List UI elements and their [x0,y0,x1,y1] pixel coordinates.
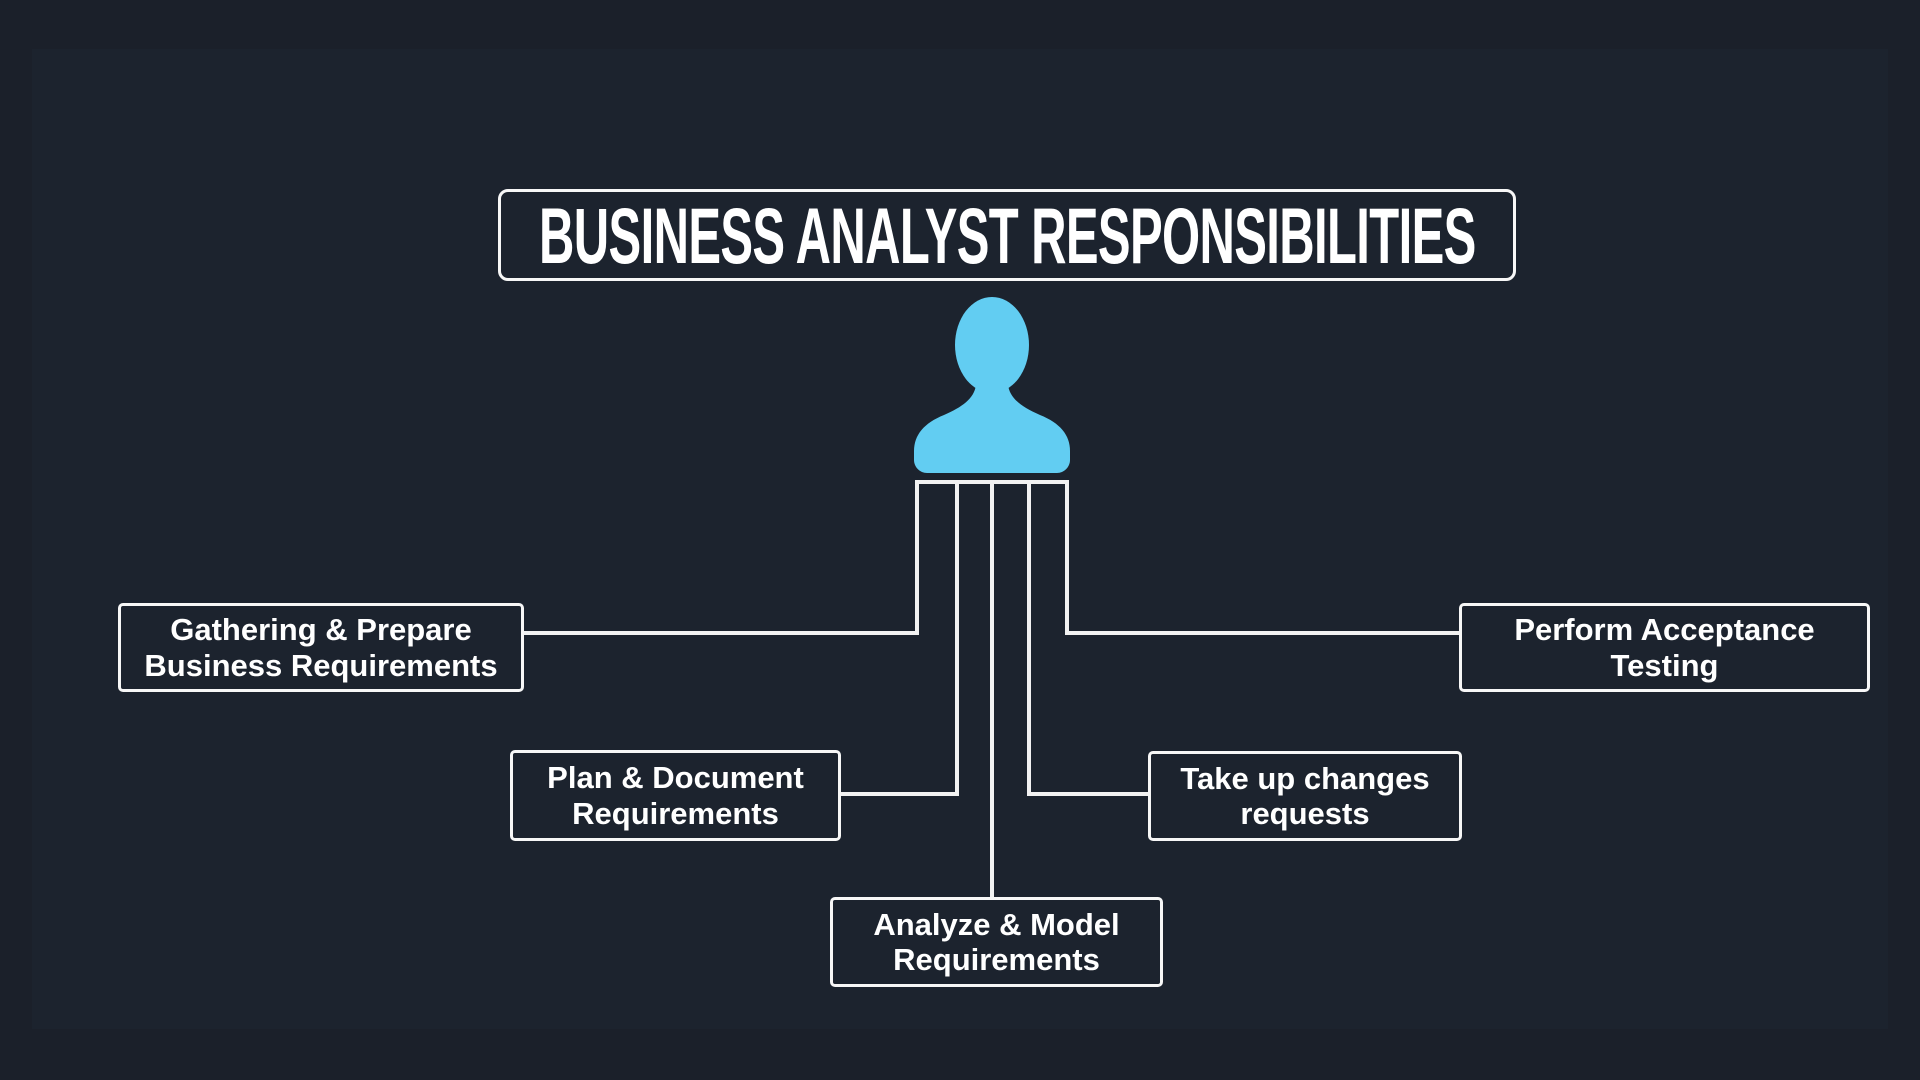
diagram-canvas: BUSINESS ANALYST RESPONSIBILITIES Gather… [32,49,1888,1029]
node-label: Gathering & Prepare Business Requirement… [144,612,498,683]
connector-changes-horizontal [1027,792,1148,796]
node-label: Take up changes requests [1180,760,1430,831]
title-box: BUSINESS ANALYST RESPONSIBILITIES [498,189,1516,281]
node-plan-document-requirements: Plan & Document Requirements [510,750,841,841]
connector-plan-vertical [955,480,959,796]
node-label: Plan & Document Requirements [547,760,804,831]
node-perform-acceptance-testing: Perform Acceptance Testing [1459,603,1870,692]
connector-plan-horizontal [841,792,959,796]
connector-acceptance-horizontal [1065,631,1459,635]
connector-gathering-horizontal [524,631,919,635]
node-label: Perform Acceptance Testing [1514,612,1815,683]
connector-changes-vertical [1027,480,1031,796]
connector-analyze-vertical [990,480,994,897]
connector-acceptance-vertical [1065,480,1069,635]
page-title: BUSINESS ANALYST RESPONSIBILITIES [538,190,1476,280]
node-take-up-changes-requests: Take up changes requests [1148,751,1462,841]
node-gathering-business-requirements: Gathering & Prepare Business Requirement… [118,603,524,692]
person-icon [914,293,1070,473]
node-label: Analyze & Model Requirements [873,906,1120,977]
connector-gathering-vertical [915,480,919,635]
node-analyze-model-requirements: Analyze & Model Requirements [830,897,1163,987]
